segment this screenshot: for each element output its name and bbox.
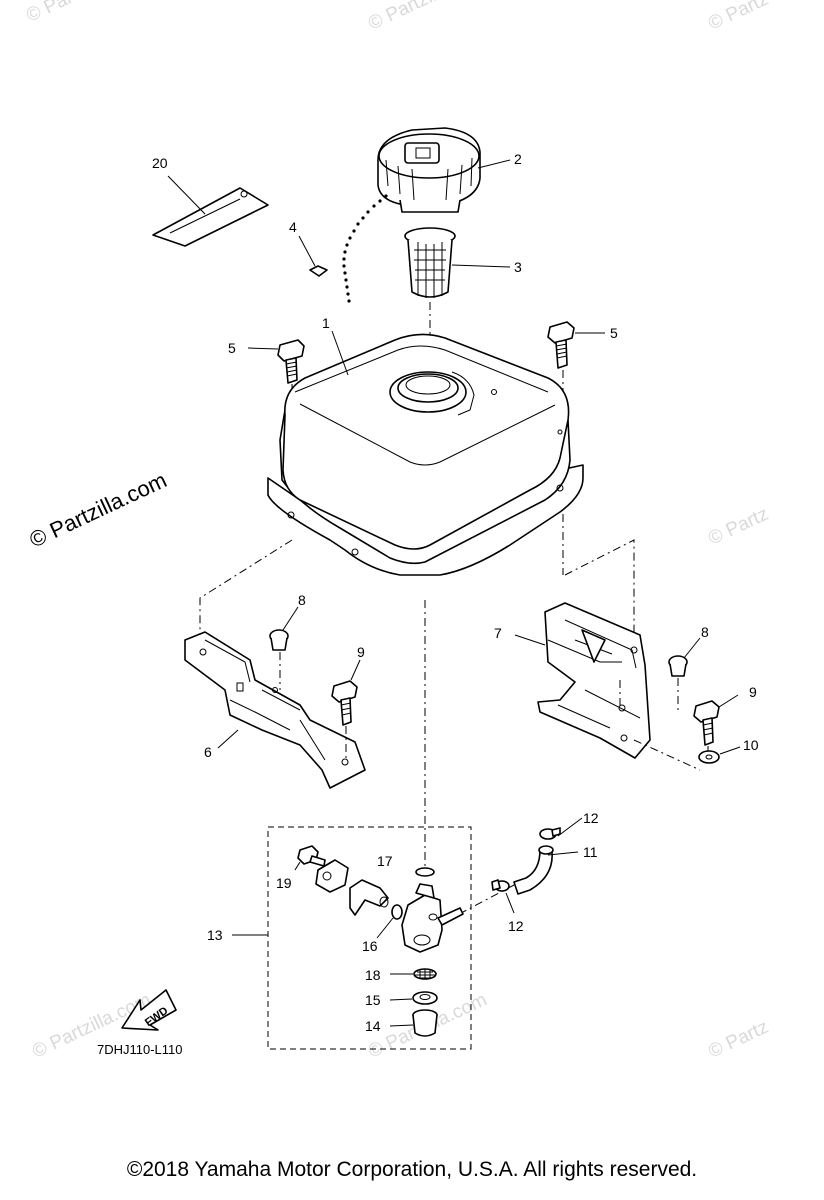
part-9-bolt-right [633,694,739,771]
callout-18: 18 [365,967,381,983]
callout-11: 11 [583,844,598,860]
callout-6: 6 [204,744,212,760]
callout-9-right: 9 [749,684,757,700]
callout-8-left: 8 [298,592,306,608]
callout-16: 16 [362,938,378,954]
part-12-clamp-bottom [491,879,515,914]
callout-19: 19 [276,875,292,891]
callout-5-right: 5 [610,325,618,341]
callout-2: 2 [514,151,522,167]
part-10-washer [698,746,741,764]
callout-14: 14 [365,1018,381,1034]
part-19-screw [294,845,326,871]
part-2-fuel-cap [342,127,511,303]
callout-8-right: 8 [701,624,709,640]
callout-9-left: 9 [357,644,365,660]
part-16-o-ring [376,904,403,939]
part-8-grommet-left [269,606,299,690]
callout-20: 20 [152,155,168,171]
part-17-o-ring [415,867,435,877]
fuel-cock-body [401,883,464,953]
watermark-top-left: © Partzilla.com [23,0,148,27]
part-3-strainer [404,227,511,298]
part-12-clamp-top [539,817,583,840]
fuel-cock-plate [315,859,349,893]
fuel-cock-lever [349,879,389,916]
part-1-fuel-tank [267,330,584,576]
callout-12-top: 12 [583,810,599,826]
watermark-bottom-right: © Partz [705,1017,772,1063]
cap-chain [342,194,388,303]
callout-5-left: 5 [228,340,236,356]
part-4-clip [298,235,328,277]
part-20-label-plate [152,175,269,247]
callout-3: 3 [514,259,522,275]
callout-labels: 1 2 3 4 5 5 6 7 8 8 9 9 10 11 12 12 13 1… [152,151,759,1034]
part-18-screen [390,968,437,980]
part-6-left-bracket [184,631,366,789]
callout-13: 13 [207,927,223,943]
watermark-top-right: © Partz [705,0,772,35]
right-mount-axis [564,539,635,650]
callout-4: 4 [289,219,297,235]
callout-12-bottom: 12 [508,918,524,934]
callout-1: 1 [322,315,330,331]
left-mount-axis [199,539,293,650]
part-14-sediment-cup [389,1009,438,1037]
callout-17: 17 [377,853,393,869]
part-7-right-bracket [514,602,651,759]
watermark-right-mid: © Partz [705,504,772,550]
diagram-code: 7DHJ110-L110 [97,1042,183,1057]
callout-7: 7 [494,625,502,641]
watermark-partzilla: © Partzilla.com [26,467,171,552]
part-11-fuel-hose [462,845,579,913]
callout-15: 15 [365,992,381,1008]
callout-10: 10 [743,737,759,753]
copyright-notice: ©2018 Yamaha Motor Corporation, U.S.A. A… [126,1158,698,1181]
part-13-group-box [267,826,472,1050]
watermark-top-center: © Partzilla.com [365,0,490,35]
part-9-bolt-left [331,659,361,758]
part-8-grommet-right [668,637,701,712]
part-15-gasket [389,991,438,1005]
